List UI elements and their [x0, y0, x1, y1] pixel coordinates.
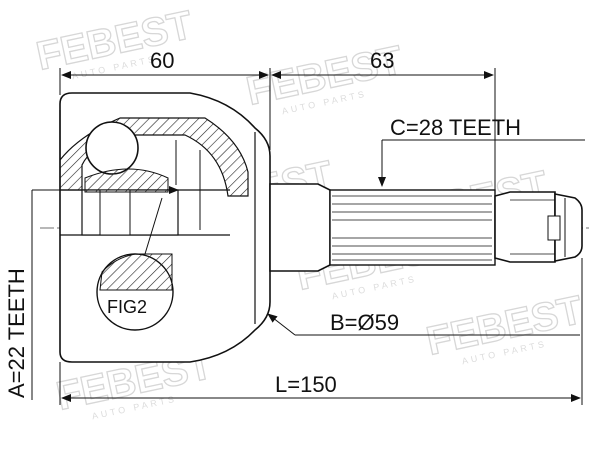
dim-60-text: 60 [150, 48, 174, 73]
dim-housing-length: 60 [59, 48, 271, 150]
dim-outer-diameter: B=Ø59 [267, 310, 580, 336]
dim-total-length: L=150 [59, 258, 583, 405]
dim-inner-spline: A=22 TEETH [4, 186, 179, 400]
dim-63-text: 63 [370, 48, 394, 73]
inner-spline-text: A=22 TEETH [4, 268, 29, 398]
dim-shaft-length: 63 [271, 48, 496, 190]
total-length-text: L=150 [275, 372, 337, 397]
fig2-spline-hatch [99, 253, 173, 291]
fig2-detail: FIG2 [96, 197, 174, 331]
fig2-leader [144, 197, 163, 255]
dim-outer-spline: C=28 TEETH [378, 115, 585, 187]
cv-housing [59, 92, 271, 363]
outer-spline-text: C=28 TEETH [390, 115, 521, 140]
fig2-label: FIG2 [107, 297, 147, 317]
outer-diameter-text: B=Ø59 [330, 310, 399, 335]
cv-shaft [269, 183, 583, 272]
